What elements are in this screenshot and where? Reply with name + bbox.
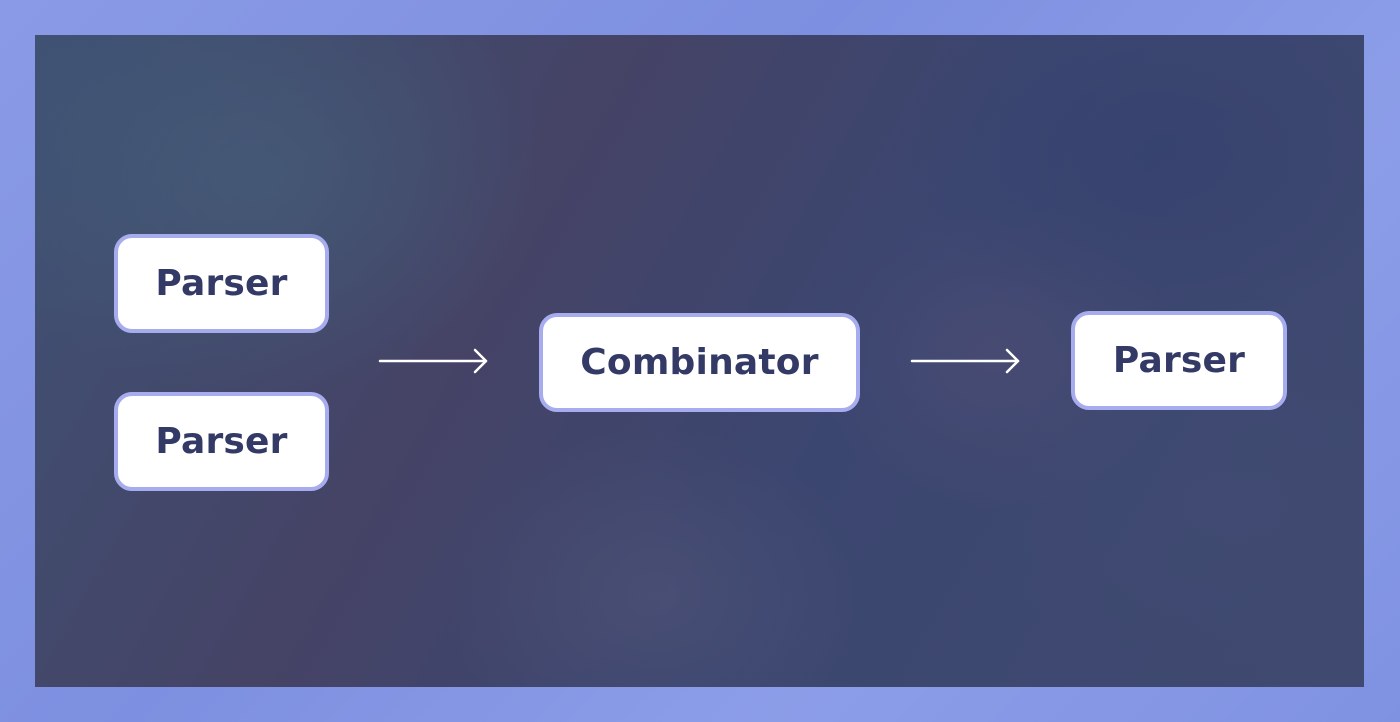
node-label: Parser — [1112, 340, 1246, 381]
input-parser-node-1: Parser — [114, 234, 329, 333]
input-parser-node-2: Parser — [114, 392, 329, 491]
arrow-right-icon — [910, 348, 1020, 374]
combinator-node: Combinator — [539, 313, 860, 412]
output-parser-node: Parser — [1071, 311, 1287, 410]
node-label: Parser — [155, 421, 288, 462]
node-label: Parser — [155, 263, 288, 304]
arrow-right-icon — [378, 348, 488, 374]
diagram-canvas: Parser Parser Combinator Parser — [35, 35, 1364, 687]
node-label: Combinator — [580, 342, 819, 383]
